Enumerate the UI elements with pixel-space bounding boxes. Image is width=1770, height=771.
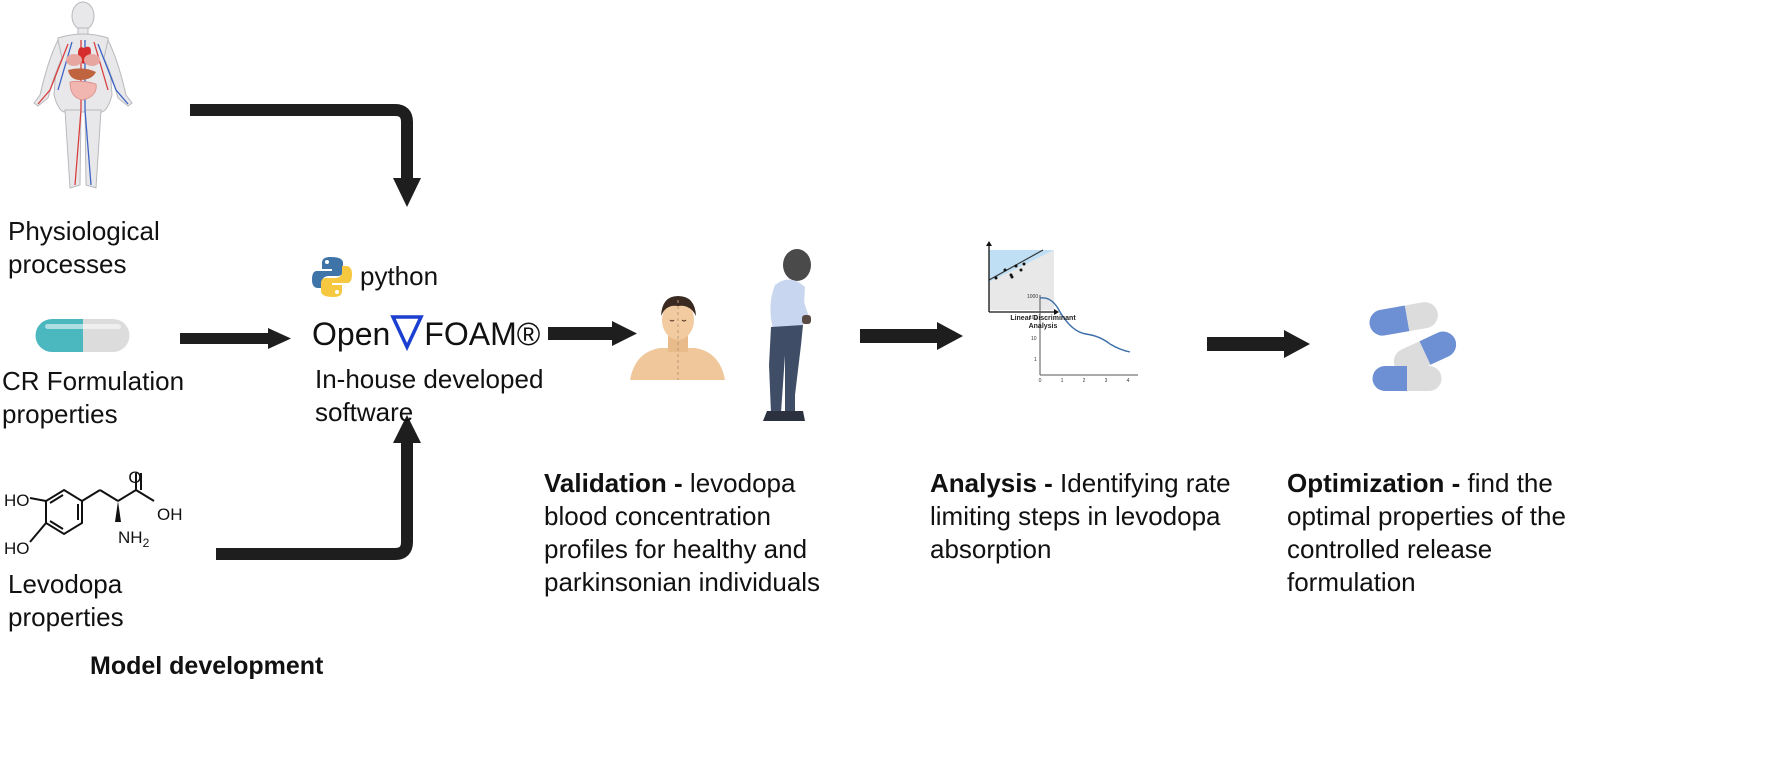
analysis-text: Identifying rate limiting steps in levod… xyxy=(930,468,1231,564)
chart-tick-10: 10 xyxy=(1031,336,1037,342)
optimization-text: find the optimal properties of the contr… xyxy=(1287,468,1566,597)
levodopa-structure: HO HO O OH NH2 xyxy=(4,468,183,558)
chart-x-tick-1: 1 xyxy=(1061,378,1064,384)
chart-tick-100: 100 xyxy=(1029,315,1038,321)
openfoam-foam-text: FOAM® xyxy=(424,316,541,352)
chart-tick-1000: 1000 xyxy=(1027,294,1038,300)
chart-x-tick-3: 3 xyxy=(1105,378,1108,384)
human-body-illustration xyxy=(33,1,133,189)
analysis-title: Analysis - xyxy=(930,468,1053,498)
molecule-o: O xyxy=(128,468,141,487)
in-house-software-label: In-house developed software xyxy=(315,364,544,427)
validation-text: levodopa blood concentration profiles fo… xyxy=(544,468,821,597)
molecule-ho-bottom: HO xyxy=(4,539,30,558)
patient-head-illustration xyxy=(630,296,725,380)
model-development-title: Model development xyxy=(90,652,324,680)
python-label: python xyxy=(360,261,439,291)
analysis-chart-label: Linear Discriminant Analysis xyxy=(1010,315,1076,330)
chart-x-tick-0: 0 xyxy=(1039,378,1042,384)
openfoam-logo: Open FOAM® xyxy=(312,313,540,355)
optimization-caption: Optimization - find the optimal properti… xyxy=(1287,434,1587,599)
chart-tick-1: 1 xyxy=(1034,357,1037,363)
python-logo-icon xyxy=(312,257,352,297)
levodopa-properties-label: Levodopa properties xyxy=(8,569,124,632)
capsules-icon xyxy=(1369,302,1457,391)
analysis-chart-illustration: 1000 100 10 1 0 1 2 3 4 xyxy=(986,241,1138,384)
parkinsonian-patient-illustration xyxy=(763,249,811,421)
validation-caption: Validation - levodopa blood concentratio… xyxy=(544,434,844,599)
chart-x-tick-2: 2 xyxy=(1083,378,1086,384)
analysis-caption: Analysis - Identifying rate limiting ste… xyxy=(930,434,1250,566)
openfoam-open-text: Open xyxy=(312,316,391,352)
chart-x-tick-4: 4 xyxy=(1127,378,1130,384)
optimization-title: Optimization - xyxy=(1287,468,1461,498)
physiological-processes-label: Physiological processes xyxy=(8,216,160,279)
molecule-ho-top: HO xyxy=(4,491,30,510)
nabla-icon xyxy=(390,315,425,352)
molecule-nh2: NH2 xyxy=(118,528,150,550)
molecule-oh: OH xyxy=(157,505,183,524)
cr-formulation-properties-label: CR Formulation properties xyxy=(2,366,185,429)
capsule-icon xyxy=(35,319,130,352)
validation-title: Validation - xyxy=(544,468,683,498)
